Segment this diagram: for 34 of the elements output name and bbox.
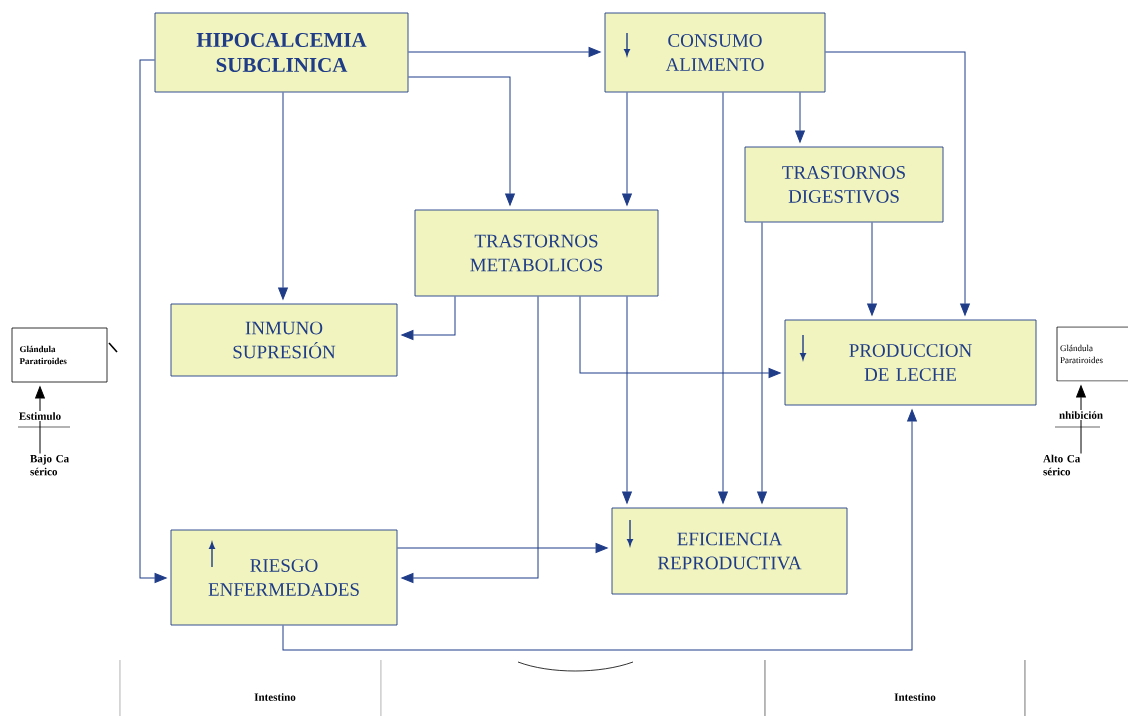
arrow <box>795 91 805 143</box>
arrow <box>139 59 167 583</box>
label-text: Intestino <box>254 693 296 701</box>
label-text: Bajo Ca sérico <box>30 454 69 476</box>
arrow <box>401 295 456 340</box>
gland-box: Glándula Paratiroides <box>11 327 108 383</box>
process-box: CONSUMO ALIMENTO <box>604 12 826 93</box>
process-box: TRASTORNOS METABOLICOS <box>414 209 659 297</box>
arrow <box>718 91 728 504</box>
arrow <box>1076 385 1086 411</box>
arrow <box>867 221 877 316</box>
label-text: Intestino <box>894 693 936 701</box>
arrow <box>35 386 45 412</box>
label-text: Estimulo <box>19 412 61 420</box>
label-text: Alto Ca sérico <box>1043 454 1081 476</box>
arrow <box>824 51 970 316</box>
arrow <box>757 221 767 504</box>
arrow <box>407 76 515 206</box>
arrow <box>396 543 608 553</box>
arrow <box>278 91 288 300</box>
arrow <box>622 295 632 504</box>
arrow <box>282 409 917 651</box>
arrow <box>407 47 601 57</box>
process-box: TRASTORNOS DIGESTIVOS <box>744 146 944 223</box>
arrow <box>579 295 781 378</box>
arrow <box>622 91 632 206</box>
process-box: HIPOCALCEMIA SUBCLINICA <box>154 12 409 93</box>
label-text: nhibición <box>1059 411 1103 419</box>
process-box: EFICIENCIA REPRODUCTIVA <box>611 507 848 595</box>
arrow <box>401 295 539 583</box>
gland-box: Glándula Paratiroides <box>1056 326 1128 382</box>
process-box: RIESGO ENFERMEDADES <box>170 529 398 626</box>
process-box: PRODUCCION DE LECHE <box>784 319 1037 406</box>
process-box: INMUNO SUPRESIÓN <box>170 303 398 377</box>
